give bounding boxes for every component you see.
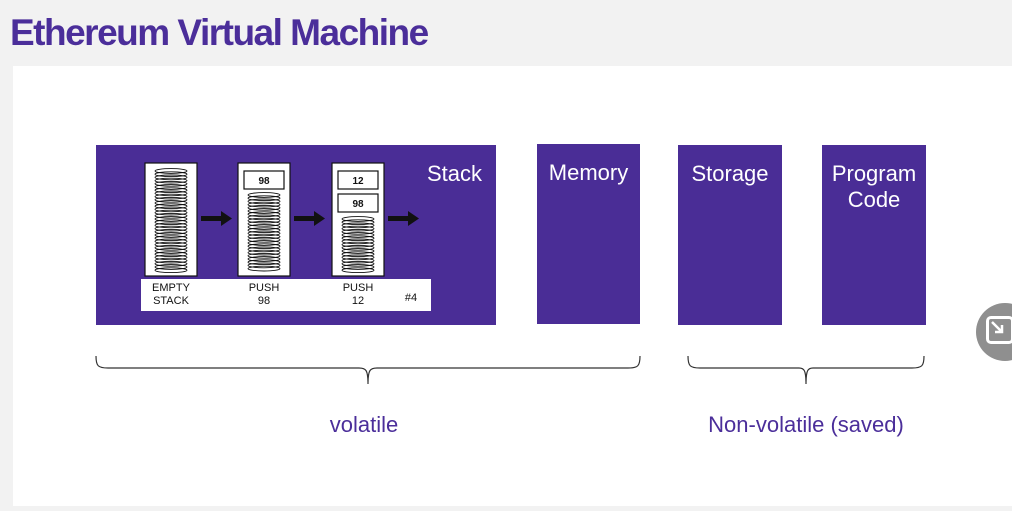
brace-non-volatile — [687, 355, 925, 385]
program-code-label: Program Code — [831, 161, 917, 212]
brace-volatile — [95, 355, 641, 385]
step-label: 12 — [352, 295, 364, 307]
stack-spring — [247, 192, 281, 272]
storage-label: Storage — [691, 161, 769, 186]
step-label: PUSH — [249, 282, 280, 294]
stack-item — [337, 170, 379, 190]
stack-item-label: 12 — [352, 176, 364, 187]
stack-box: 98 12 98 EMPTY STACK PUSH 98 — [96, 145, 496, 325]
storage-box: Storage — [678, 145, 782, 325]
step-label: 98 — [258, 295, 270, 307]
minimize-window-icon — [986, 316, 1012, 344]
non-volatile-caption: Non-volatile (saved) — [708, 412, 904, 437]
minimize-button[interactable] — [976, 303, 1012, 361]
stack-spring — [154, 168, 188, 274]
page-title: Ethereum Virtual Machine — [10, 12, 429, 53]
stack-illustration: 98 12 98 EMPTY STACK PUSH 98 — [141, 162, 431, 311]
arrow-right-icon — [388, 211, 419, 226]
arrow-right-icon — [294, 211, 325, 226]
memory-label: Memory — [548, 160, 629, 185]
stack-item-label: 98 — [352, 199, 364, 210]
stack-item — [337, 193, 379, 213]
arrow-right-icon — [201, 211, 232, 226]
step-marker: #4 — [405, 292, 417, 304]
slide-canvas: 98 12 98 EMPTY STACK PUSH 98 — [13, 66, 1012, 506]
step-label: EMPTY — [152, 282, 191, 294]
step-label: PUSH — [343, 282, 374, 294]
step-label: STACK — [153, 295, 190, 307]
memory-box: Memory — [537, 144, 640, 324]
stack-item-label: 98 — [258, 176, 270, 187]
stack-item — [243, 170, 285, 190]
volatile-caption: volatile — [329, 412, 399, 437]
stack-label: Stack — [426, 161, 482, 186]
program-code-box: Program Code — [822, 145, 926, 325]
stack-spring — [341, 216, 375, 274]
